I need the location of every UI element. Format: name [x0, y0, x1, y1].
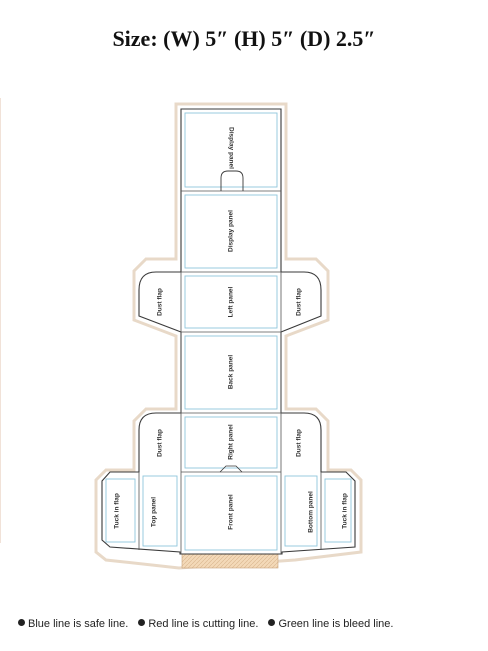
thumb-notch: [220, 170, 244, 191]
page-title: Size: (W) 5″ (H) 5″ (D) 2.5″: [112, 26, 376, 51]
legend-item-cut: Red line is cutting line.: [138, 618, 258, 630]
page-edge-line: [0, 98, 1, 543]
legend: Blue line is safe line. Red line is cutt…: [18, 618, 478, 630]
label-dust-flap-right-upper: Dust flap: [296, 288, 303, 316]
label-tuck-flap-right: Tuck in flap: [342, 493, 349, 529]
label-dust-flap-left-upper: Dust flap: [157, 288, 164, 316]
bullet-icon: [138, 619, 146, 626]
label-display-top: Display panel: [227, 127, 234, 169]
lock-notch: [219, 465, 243, 473]
label-dust-flap-left-lower: Dust flap: [157, 429, 164, 457]
label-back: Back panel: [228, 355, 235, 390]
bullet-icon: [18, 619, 25, 626]
label-top-panel: Top panel: [151, 497, 158, 527]
label-tuck-flap-left: Tuck in flap: [114, 493, 121, 529]
bullet-icon: [268, 619, 276, 626]
label-left: Left panel: [228, 286, 235, 317]
legend-item-safe: Blue line is safe line.: [18, 618, 128, 630]
label-right: Right panel: [228, 424, 235, 460]
label-bottom-panel: Bottom panel: [308, 491, 315, 533]
fold-lines: [138, 190, 322, 554]
glue-area: [181, 553, 279, 569]
cut-outline: [101, 108, 356, 555]
label-front: Front panel: [228, 494, 235, 530]
label-dust-flap-right-lower: Dust flap: [296, 429, 303, 457]
label-display: Display panel: [228, 210, 235, 252]
safe-lines: [105, 112, 352, 551]
legend-item-bleed: Green line is bleed line.: [268, 618, 393, 630]
